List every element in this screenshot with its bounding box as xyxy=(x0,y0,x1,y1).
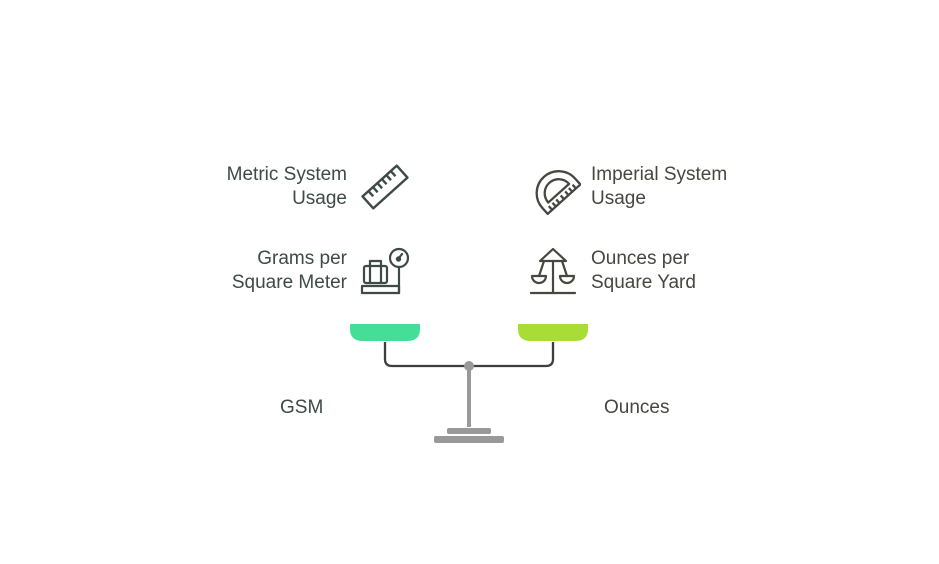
ruler-icon xyxy=(359,162,411,212)
balance-scale xyxy=(340,315,600,450)
ounces-per-square-yard-label: Ounces per Square Yard xyxy=(591,248,696,293)
ounces-label: Ounces xyxy=(604,397,670,418)
left-pan xyxy=(350,324,420,341)
gsm-label: GSM xyxy=(280,397,324,418)
protractor-icon xyxy=(527,161,581,215)
right-pan xyxy=(518,324,588,341)
imperial-system-label: Imperial System Usage xyxy=(591,164,728,209)
metric-system-label: Metric System Usage xyxy=(226,164,347,209)
swing-ride-icon xyxy=(527,246,581,296)
luggage-scale-icon xyxy=(358,244,412,298)
grams-per-square-meter-label: Grams per Square Meter xyxy=(231,248,347,293)
